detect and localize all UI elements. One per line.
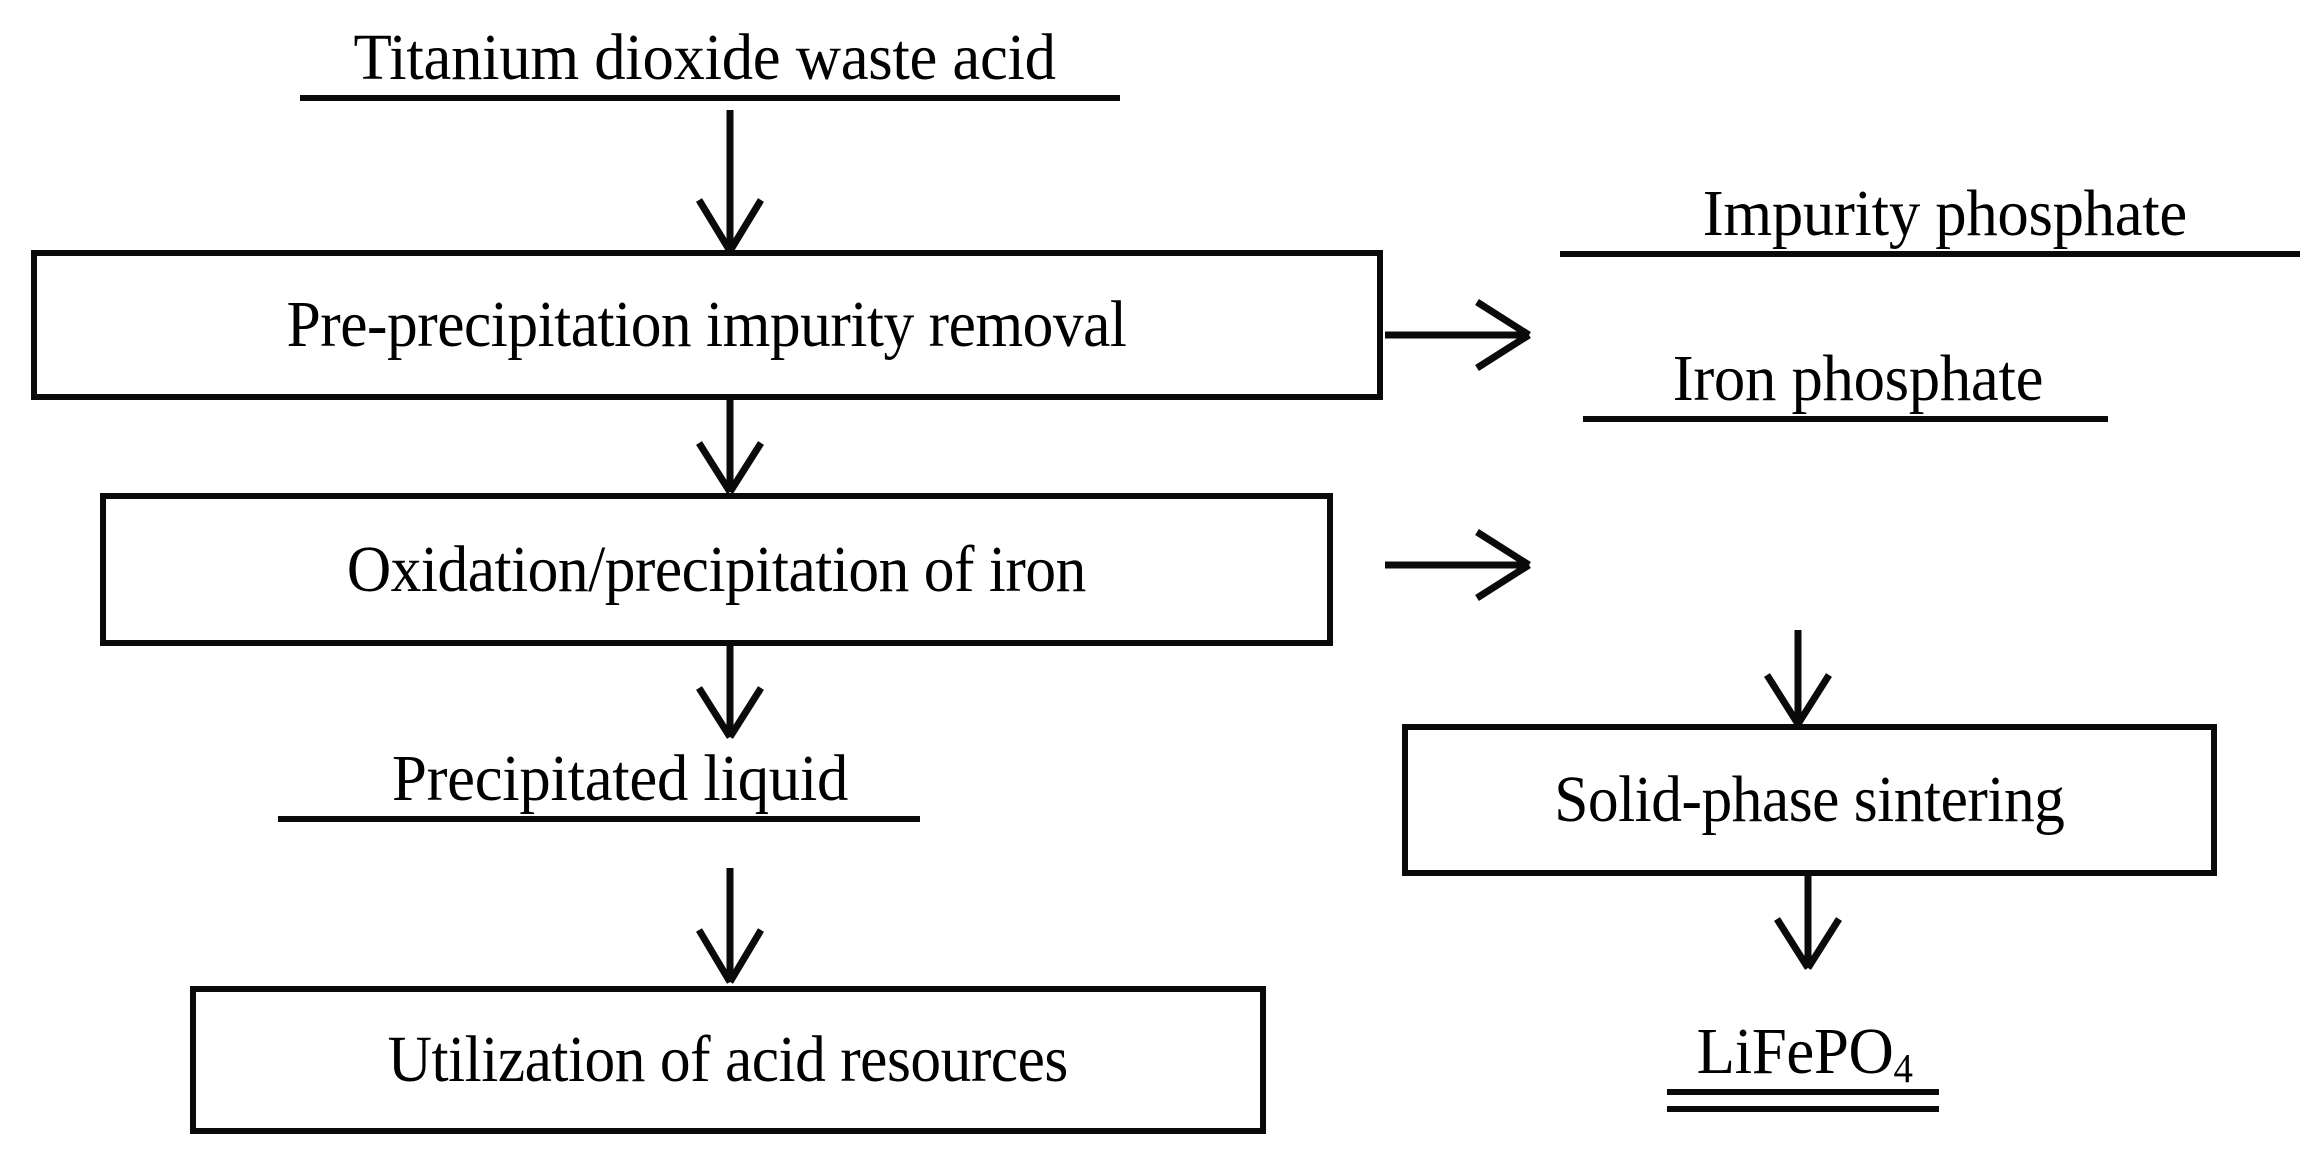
node-precipitated-liquid-label: Precipitated liquid bbox=[391, 742, 849, 815]
arrow-pre-precipitation-to-impurity-phosphate bbox=[1385, 299, 1531, 371]
node-lifepo4: LiFePO4 bbox=[1660, 1015, 1950, 1113]
box-solid-phase-sintering-label: Solid-phase sintering bbox=[1554, 763, 2065, 836]
underline-rule-first bbox=[1667, 1089, 1939, 1096]
node-precipitated-liquid: Precipitated liquid bbox=[278, 742, 950, 823]
box-acid-utilization-label: Utilization of acid resources bbox=[387, 1023, 1069, 1096]
node-waste-acid: Titanium dioxide waste acid bbox=[275, 21, 1135, 102]
underline-rule bbox=[300, 95, 1120, 102]
node-waste-acid-label: Titanium dioxide waste acid bbox=[353, 21, 1057, 94]
arrow-oxidation-to-precipitated-liquid bbox=[696, 646, 764, 739]
arrow-iron-phosphate-to-sintering bbox=[1764, 630, 1832, 726]
box-acid-utilization[interactable]: Utilization of acid resources bbox=[190, 986, 1266, 1134]
lifepo4-formula-main: LiFePO bbox=[1696, 1015, 1894, 1088]
arrow-pre-precipitation-to-oxidation bbox=[696, 400, 764, 494]
arrow-precipitated-liquid-to-acid-utilization bbox=[695, 868, 765, 984]
underline-rule bbox=[1582, 416, 2108, 423]
node-impurity-phosphate: Impurity phosphate bbox=[1560, 177, 2315, 258]
box-pre-precipitation[interactable]: Pre-precipitation impurity removal bbox=[31, 250, 1383, 400]
box-solid-phase-sintering[interactable]: Solid-phase sintering bbox=[1402, 724, 2217, 876]
box-pre-precipitation-label: Pre-precipitation impurity removal bbox=[287, 288, 1127, 361]
underline-rule bbox=[1560, 251, 2300, 258]
arrow-sintering-to-lifepo4 bbox=[1774, 876, 1842, 970]
node-lifepo4-label: LiFePO4 bbox=[1696, 1015, 1913, 1090]
arrow-waste-acid-to-pre-precipitation bbox=[696, 110, 764, 253]
underline-rule bbox=[278, 816, 920, 823]
node-iron-phosphate-label: Iron phosphate bbox=[1672, 342, 2044, 415]
underline-rule-second bbox=[1667, 1106, 1939, 1113]
box-oxidation-precipitation-of-iron[interactable]: Oxidation/precipitation of iron bbox=[100, 493, 1333, 646]
node-impurity-phosphate-label: Impurity phosphate bbox=[1702, 177, 2188, 250]
lifepo4-formula-subscript: 4 bbox=[1893, 1046, 1914, 1091]
arrow-oxidation-to-iron-phosphate bbox=[1385, 529, 1531, 601]
box-oxidation-label: Oxidation/precipitation of iron bbox=[346, 532, 1087, 606]
node-iron-phosphate: Iron phosphate bbox=[1582, 342, 2128, 423]
